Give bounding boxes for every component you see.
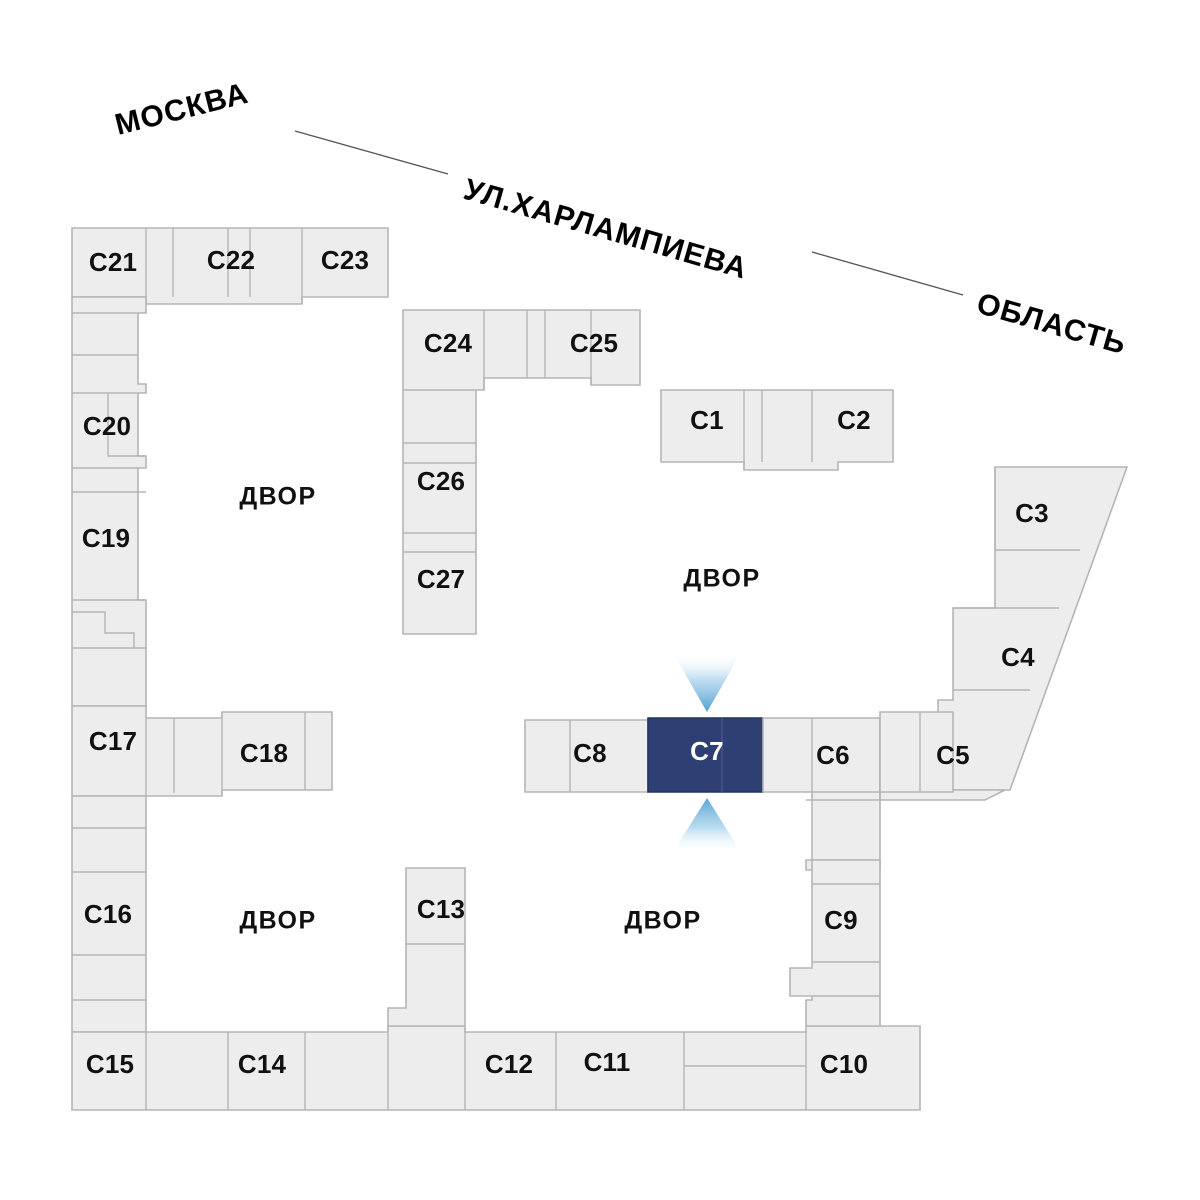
building-label-C3[interactable]: C3 [1015,498,1049,528]
building-label-C12[interactable]: C12 [485,1049,533,1079]
block-northwest [71,227,389,1033]
building-label-C9[interactable]: C9 [824,905,858,935]
building-label-C22[interactable]: C22 [207,245,255,275]
marker-triangle-up [673,798,741,852]
building-shape-C17-C18[interactable] [71,705,333,797]
yard-label-group: ДВОР ДВОР ДВОР ДВОР [239,483,760,935]
building-shape-C5-main[interactable] [879,711,954,793]
building-label-C20[interactable]: C20 [83,411,131,441]
building-label-C13[interactable]: C13 [417,894,465,924]
street-label-moskva: МОСКВА [112,77,252,142]
building-label-C10[interactable]: C10 [820,1049,868,1079]
dividers-C24-C27 [403,310,592,553]
street-label-harlampieva: УЛ.ХАРЛАМПИЕВА [460,173,751,286]
building-label-C19[interactable]: C19 [82,523,130,553]
building-label-C11[interactable]: C11 [584,1047,631,1077]
building-shape-west-spine[interactable] [71,296,147,707]
dividers-C1-C2 [743,390,813,470]
dividers-C17-C18 [145,712,306,796]
building-shape-C1-C2[interactable] [660,389,894,471]
marker-triangle-down [673,653,741,712]
divider-C20-notch [107,393,146,457]
building-label-C24[interactable]: C24 [424,328,473,358]
building-label-C7[interactable]: C7 [690,736,724,766]
dividers-top-row [145,228,303,304]
building-label-C27[interactable]: C27 [417,564,465,594]
yard-label-ne: ДВОР [683,565,760,593]
building-label-C5[interactable]: C5 [936,740,970,770]
block-south [71,1025,921,1111]
building-label-C4[interactable]: C4 [1001,642,1035,672]
divider-C6-notch [806,792,881,801]
building-label-C2[interactable]: C2 [837,405,871,435]
street-line-right [811,251,964,296]
building-label-C23[interactable]: C23 [321,245,369,275]
building-label-C16[interactable]: C16 [84,899,132,929]
building-label-C18[interactable]: C18 [240,738,288,768]
dividers-C9 [812,883,880,997]
building-label-C8[interactable]: C8 [573,738,607,768]
building-label-C17[interactable]: C17 [89,726,137,756]
dividers-C3-C4 [953,467,1080,691]
building-label-C26[interactable]: C26 [417,466,465,496]
street-line-left [294,130,449,175]
yard-label-se: ДВОР [624,907,701,935]
block-central-bar [524,711,1006,871]
building-label-C25[interactable]: C25 [570,328,618,358]
building-label-C14[interactable]: C14 [238,1049,287,1079]
building-label-C15[interactable]: C15 [86,1049,134,1079]
dividers-C16 [72,827,146,1001]
block-C24-C27 [402,309,641,635]
dividers-south-row [145,1026,807,1110]
divider-staircase [72,611,135,648]
street-label-oblast: ОБЛАСТЬ [973,287,1130,361]
building-label-C1[interactable]: C1 [690,405,724,435]
yard-label-sw: ДВОР [239,907,316,935]
street-guide-lines [294,130,964,296]
building-shape-C9[interactable] [789,859,881,1027]
building-label-group: C1 C2 C3 C4 C5 C6 C7 C8 C9 C10 C11 C12 C… [82,245,1049,1079]
block-C9 [789,859,881,1027]
selection-markers [673,653,741,852]
building-shape-C13[interactable] [387,867,466,1027]
block-C1-C2 [660,389,894,471]
building-label-C6[interactable]: C6 [816,740,850,770]
block-C13 [387,867,466,1027]
building-label-C21[interactable]: C21 [89,247,137,277]
yard-label-nw: ДВОР [239,483,316,511]
